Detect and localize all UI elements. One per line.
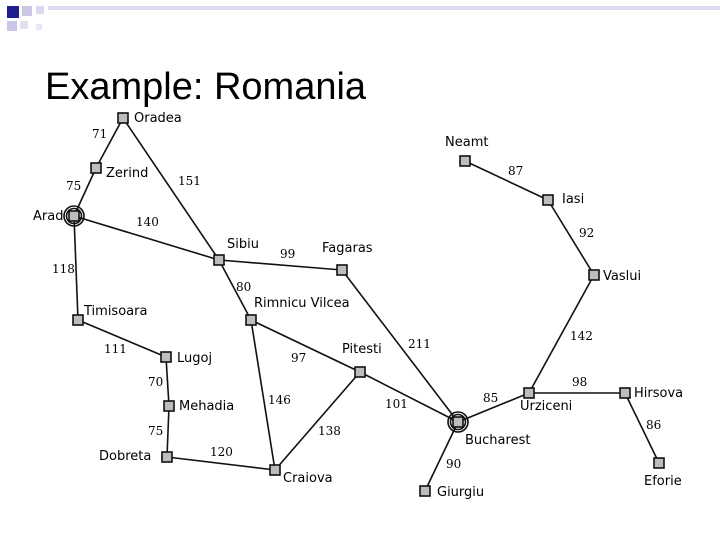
slide-title: Example: Romania — [45, 66, 367, 108]
city-label-giurgiu: Giurgiu — [437, 485, 484, 500]
road-dobreta-craiova — [166, 456, 276, 471]
road-vaslui-iasi — [547, 199, 595, 276]
city-node-sibiu — [213, 254, 225, 266]
road-mehadia-dobreta — [166, 405, 170, 458]
city-nodes — [63, 112, 665, 497]
city-label-neamt: Neamt — [445, 135, 488, 150]
road-distance-arad-sibiu: 140 — [136, 215, 159, 229]
city-label-oradea: Oradea — [134, 111, 182, 126]
road-distance-urziceni-vaslui: 142 — [570, 329, 593, 343]
city-label-pitesti: Pitesti — [342, 342, 382, 357]
road-sibiu-rimnicu — [218, 259, 252, 321]
road-bucharest-urziceni — [457, 392, 530, 423]
city-node-mehadia — [163, 400, 175, 412]
road-oradea-sibiu — [122, 117, 220, 261]
road-distance-fagaras-bucharest: 211 — [408, 337, 431, 351]
road-distance-timisoara-lugoj: 111 — [104, 342, 127, 356]
city-label-sibiu: Sibiu — [227, 237, 259, 252]
road-urziceni-vaslui — [528, 274, 595, 394]
road-distance-pitesti-bucharest: 101 — [385, 397, 408, 411]
city-node-hirsova — [619, 387, 631, 399]
city-node-iasi — [542, 194, 554, 206]
road-distance-urziceni-hirsova: 98 — [572, 375, 587, 389]
road-arad-sibiu — [73, 215, 220, 261]
city-ring-inner-bucharest — [449, 413, 467, 431]
city-node-urziceni — [523, 387, 535, 399]
city-label-eforie: Eforie — [644, 474, 682, 489]
road-distance-mehadia-dobreta: 75 — [148, 424, 163, 438]
city-node-lugoj — [160, 351, 172, 363]
city-label-rimnicu: Rimnicu Vilcea — [254, 296, 350, 311]
road-distance-sibiu-rimnicu: 80 — [236, 280, 251, 294]
road-distance-lugoj-mehadia: 70 — [148, 375, 163, 389]
city-label-mehadia: Mehadia — [179, 399, 234, 414]
city-node-craiova — [269, 464, 281, 476]
city-ring-arad — [63, 205, 85, 227]
road-oradea-zerind — [95, 117, 124, 169]
road-distance-rimnicu-pitesti: 97 — [291, 351, 306, 365]
corner-decoration — [7, 6, 720, 31]
road-bucharest-giurgiu — [424, 421, 459, 492]
city-ring-bucharest — [447, 411, 469, 433]
city-labels: OradeaZerindAradTimisoaraLugojMehadiaDob… — [33, 111, 683, 500]
road-distance-oradea-sibiu: 151 — [178, 174, 201, 188]
road-arad-timisoara — [73, 215, 79, 321]
city-label-craiova: Craiova — [283, 471, 333, 486]
city-label-arad: Arad — [33, 209, 63, 224]
city-node-pitesti — [354, 366, 366, 378]
road-distance-labels: 71 75 151 140 118 111 70 75 120 99 80 97 146 138 211 10… — [52, 127, 661, 471]
road-rimnicu-pitesti — [250, 319, 361, 373]
city-label-dobreta: Dobreta — [99, 449, 151, 464]
road-distance-dobreta-craiova: 120 — [210, 445, 233, 459]
road-distance-iasi-neamt: 87 — [508, 164, 523, 178]
road-distance-bucharest-giurgiu: 90 — [446, 457, 461, 471]
city-label-hirsova: Hirsova — [634, 386, 683, 401]
city-node-timisoara — [72, 314, 84, 326]
city-label-lugoj: Lugoj — [177, 351, 212, 366]
city-label-urziceni: Urziceni — [520, 399, 572, 414]
road-distance-arad-timisoara: 118 — [52, 262, 75, 276]
city-node-arad — [68, 210, 80, 222]
city-node-dobreta — [161, 451, 173, 463]
city-label-zerind: Zerind — [106, 166, 148, 181]
road-distance-hirsova-eforie: 86 — [646, 418, 661, 432]
road-sibiu-fagaras — [218, 259, 343, 271]
city-node-oradea — [117, 112, 129, 124]
city-label-timisoara: Timisoara — [83, 304, 147, 319]
road-hirsova-eforie — [624, 392, 660, 464]
road-lugoj-mehadia — [165, 356, 170, 407]
road-rimnicu-craiova — [250, 319, 276, 471]
city-node-eforie — [653, 457, 665, 469]
road-craiova-pitesti — [274, 371, 361, 471]
road-timisoara-lugoj — [77, 319, 167, 358]
city-ring-inner-arad — [65, 207, 83, 225]
road-distance-sibiu-fagaras: 99 — [280, 247, 295, 261]
city-node-bucharest — [452, 416, 464, 428]
road-distance-rimnicu-craiova: 146 — [268, 393, 291, 407]
city-node-vaslui — [588, 269, 600, 281]
road-distance-oradea-zerind: 71 — [92, 127, 107, 141]
road-distance-vaslui-iasi: 92 — [579, 226, 594, 240]
city-node-zerind — [90, 162, 102, 174]
city-label-vaslui: Vaslui — [603, 269, 641, 284]
road-zerind-arad — [73, 167, 97, 217]
road-pitesti-bucharest — [359, 371, 459, 423]
city-label-iasi: Iasi — [562, 192, 584, 207]
city-node-giurgiu — [419, 485, 431, 497]
city-node-rimnicu — [245, 314, 257, 326]
road-distance-bucharest-urziceni: 85 — [483, 391, 498, 405]
road-distance-craiova-pitesti: 138 — [318, 424, 341, 438]
road-distance-zerind-arad: 75 — [66, 179, 81, 193]
road-lines — [73, 117, 660, 492]
city-node-fagaras — [336, 264, 348, 276]
city-node-neamt — [459, 155, 471, 167]
road-fagaras-bucharest — [341, 269, 459, 423]
city-label-fagaras: Fagaras — [322, 241, 373, 256]
city-label-bucharest: Bucharest — [465, 433, 530, 448]
road-iasi-neamt — [464, 160, 549, 201]
